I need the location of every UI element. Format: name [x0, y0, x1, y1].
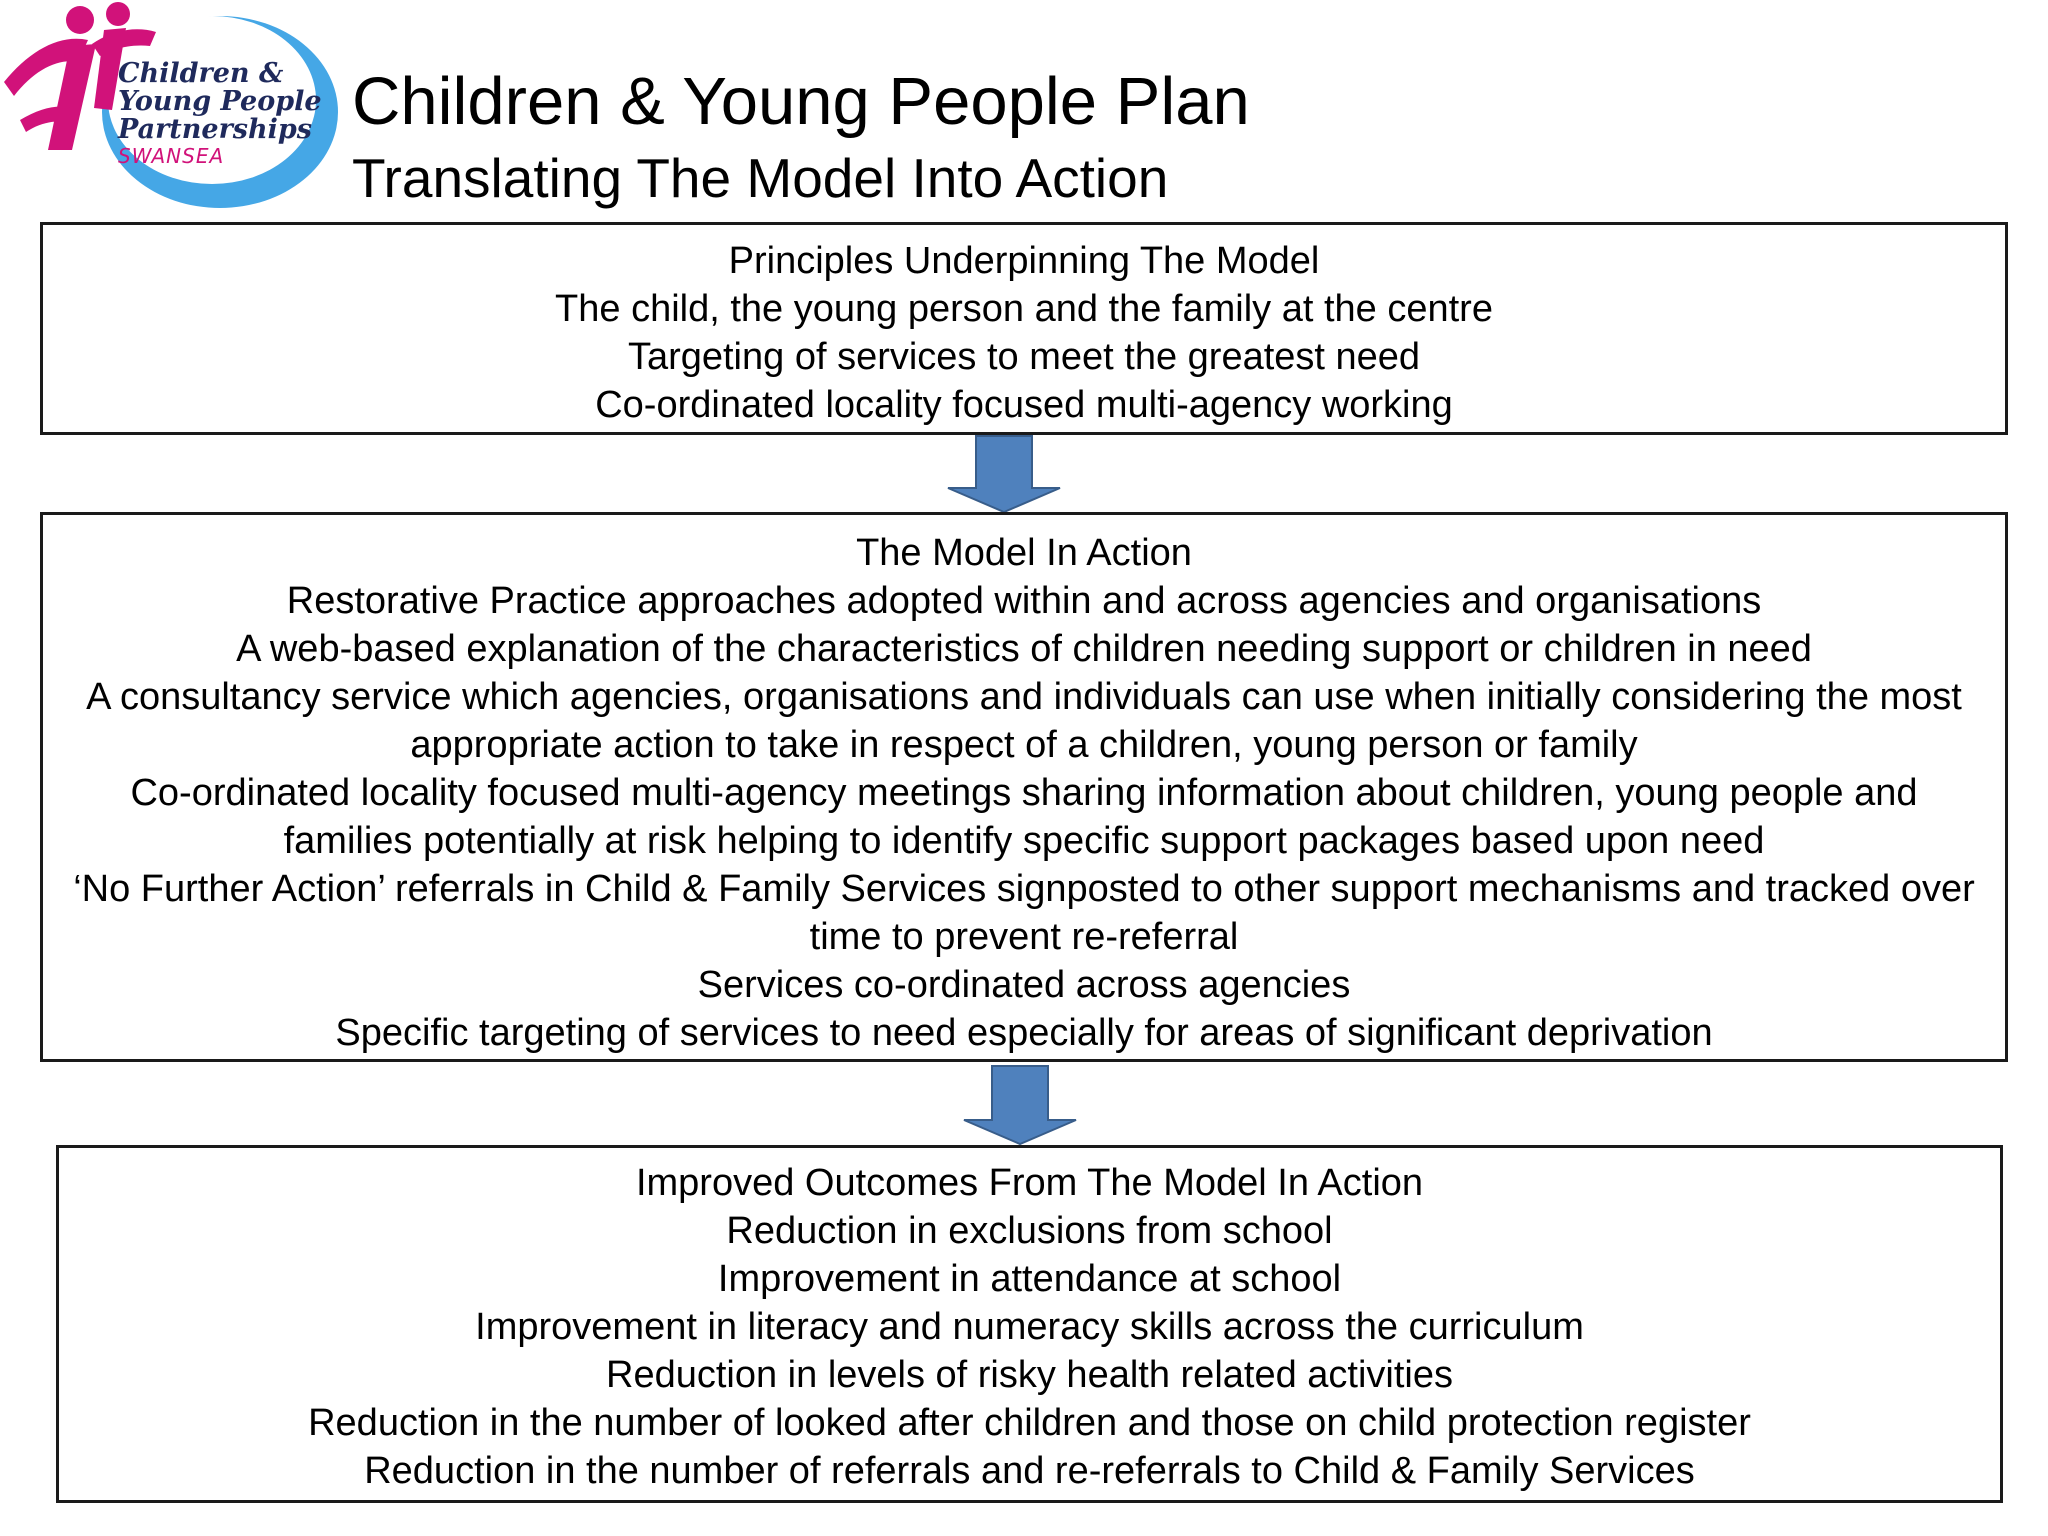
model-heading: The Model In Action: [856, 532, 1192, 574]
model-item: Co-ordinated locality focused multi-agen…: [130, 772, 1918, 862]
model-item: ‘No Further Action’ referrals in Child &…: [73, 868, 1975, 958]
outcomes-heading: Improved Outcomes From The Model In Acti…: [635, 1162, 1424, 1204]
model-item: Specific targeting of services to need e…: [335, 1012, 1713, 1054]
page-subtitle: Translating The Model Into Action: [352, 147, 1169, 209]
page-title: Children & Young People Plan: [352, 64, 1250, 139]
model-item: Services co-ordinated across agencies: [697, 964, 1351, 1006]
logo-text-line-1: Children &: [118, 58, 284, 89]
principles-item: Co-ordinated locality focused multi-agen…: [595, 384, 1453, 426]
logo-text-line-2: Young People: [118, 86, 322, 117]
down-arrow-icon: [963, 1065, 1077, 1146]
outcomes-item: Reduction in levels of risky health rela…: [606, 1354, 1453, 1396]
model-in-action-box: The Model In Action Restorative Practice…: [40, 512, 2008, 1062]
down-arrow-icon: [947, 435, 1061, 514]
outcomes-item: Reduction in the number of looked after …: [308, 1402, 1751, 1444]
outcomes-box: Improved Outcomes From The Model In Acti…: [56, 1145, 2003, 1503]
logo-ring-inner: [108, 16, 316, 184]
principles-heading: Principles Underpinning The Model: [728, 240, 1320, 282]
outcomes-item: Reduction in exclusions from school: [726, 1210, 1333, 1252]
principles-box: Principles Underpinning The Model The ch…: [40, 222, 2008, 435]
outcomes-item: Improvement in attendance at school: [717, 1258, 1342, 1300]
logo-text-line-3: Partnerships: [117, 114, 312, 145]
model-item: Restorative Practice approaches adopted …: [286, 580, 1762, 622]
logo-text-line-4: SWANSEA: [118, 144, 224, 168]
logo-figure-icon: [4, 2, 156, 150]
model-item: A consultancy service which agencies, or…: [86, 676, 1962, 766]
principles-item: Targeting of services to meet the greate…: [627, 336, 1421, 378]
principles-item: The child, the young person and the fami…: [555, 288, 1493, 330]
partnership-logo: Children & Young People Partnerships SWA…: [4, 2, 338, 208]
model-item: A web-based explanation of the character…: [236, 628, 1812, 670]
outcomes-item: Reduction in the number of referrals and…: [364, 1450, 1695, 1492]
outcomes-item: Improvement in literacy and numeracy ski…: [475, 1306, 1584, 1348]
